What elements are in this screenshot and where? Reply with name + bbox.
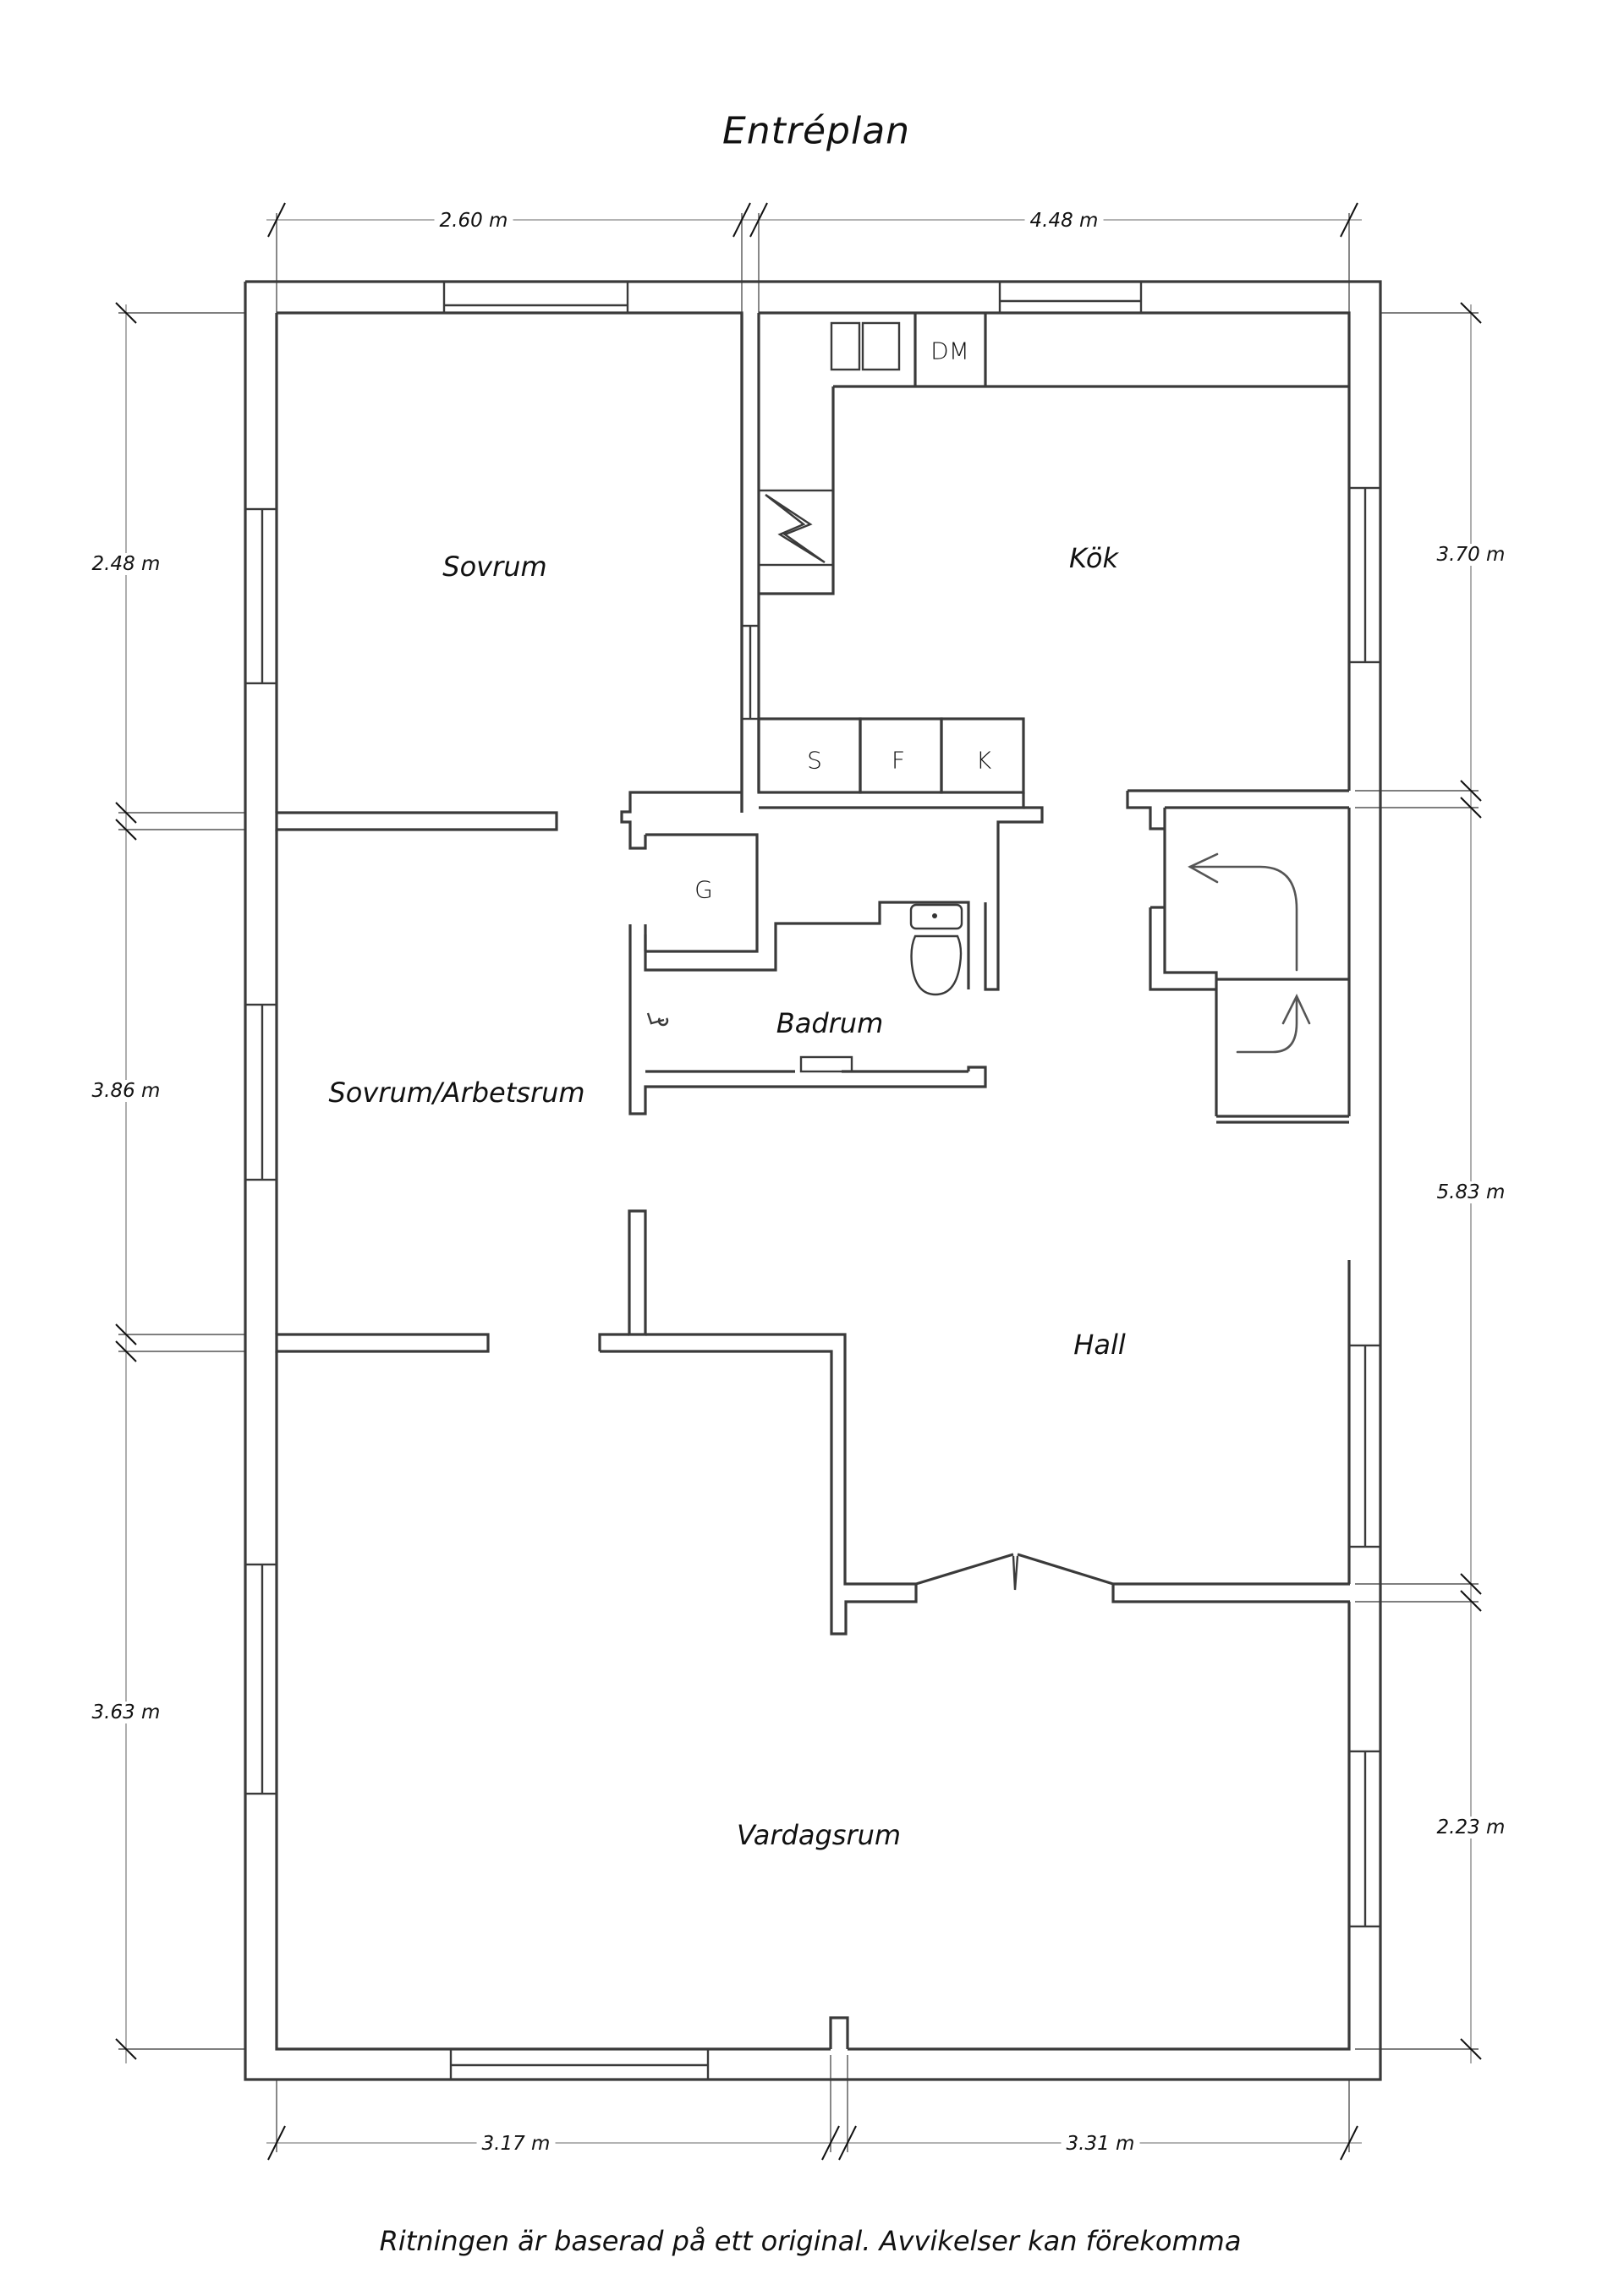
disclaimer-footer: Ritningen är baserad på ett original. Av…	[379, 2225, 1242, 2257]
room-label-vardagsrum: Vardagsrum	[736, 1819, 902, 1851]
cabinet-label-f: F	[891, 746, 906, 775]
kitchen-fixtures	[757, 313, 1349, 794]
dimension-left-mid: 3.86 m	[86, 1080, 166, 1102]
stove	[757, 489, 835, 567]
toilet-bowl	[910, 934, 963, 996]
room-label-badrum: Badrum	[776, 1007, 884, 1039]
room-label-hall: Hall	[1073, 1329, 1126, 1361]
dimension-bottom-left: 3.17 m	[476, 2133, 556, 2155]
sink-basin-right	[861, 321, 901, 371]
cabinet-label-k: K	[975, 746, 992, 775]
dimension-top-right: 4.48 m	[1024, 210, 1104, 232]
sink-basin-left	[830, 321, 861, 371]
dimension-lines	[115, 202, 1482, 2161]
cabinet-label-s: S	[807, 746, 822, 775]
dimension-left-top: 2.48 m	[86, 553, 166, 575]
dimension-top-left: 2.60 m	[434, 210, 513, 232]
dimension-left-bottom: 3.63 m	[86, 1701, 166, 1723]
room-label-sovrum: Sovrum	[442, 551, 547, 583]
dimension-right-top: 3.70 m	[1431, 544, 1511, 566]
stove-bolt-icon	[765, 493, 826, 564]
room-label-kok: Kök	[1069, 542, 1118, 574]
toilet-tank	[909, 903, 963, 930]
closet-label-g: G	[694, 875, 713, 904]
stair-arrows	[1188, 852, 1311, 1054]
dimension-right-mid: 5.83 m	[1431, 1181, 1511, 1203]
windows	[244, 280, 1382, 2081]
shower-head	[646, 1012, 669, 1027]
bathroom-fixtures	[646, 903, 963, 1027]
interior-walls	[275, 313, 1350, 2049]
page-title: Entréplan	[721, 109, 911, 153]
dishwasher-label: DM	[930, 337, 969, 365]
dimension-bottom-right: 3.31 m	[1061, 2133, 1140, 2155]
room-label-sovrum-arbetsrum: Sovrum/Arbetsrum	[328, 1077, 585, 1109]
dimension-right-bottom: 2.23 m	[1431, 1817, 1511, 1838]
exterior-walls	[244, 280, 1382, 2081]
